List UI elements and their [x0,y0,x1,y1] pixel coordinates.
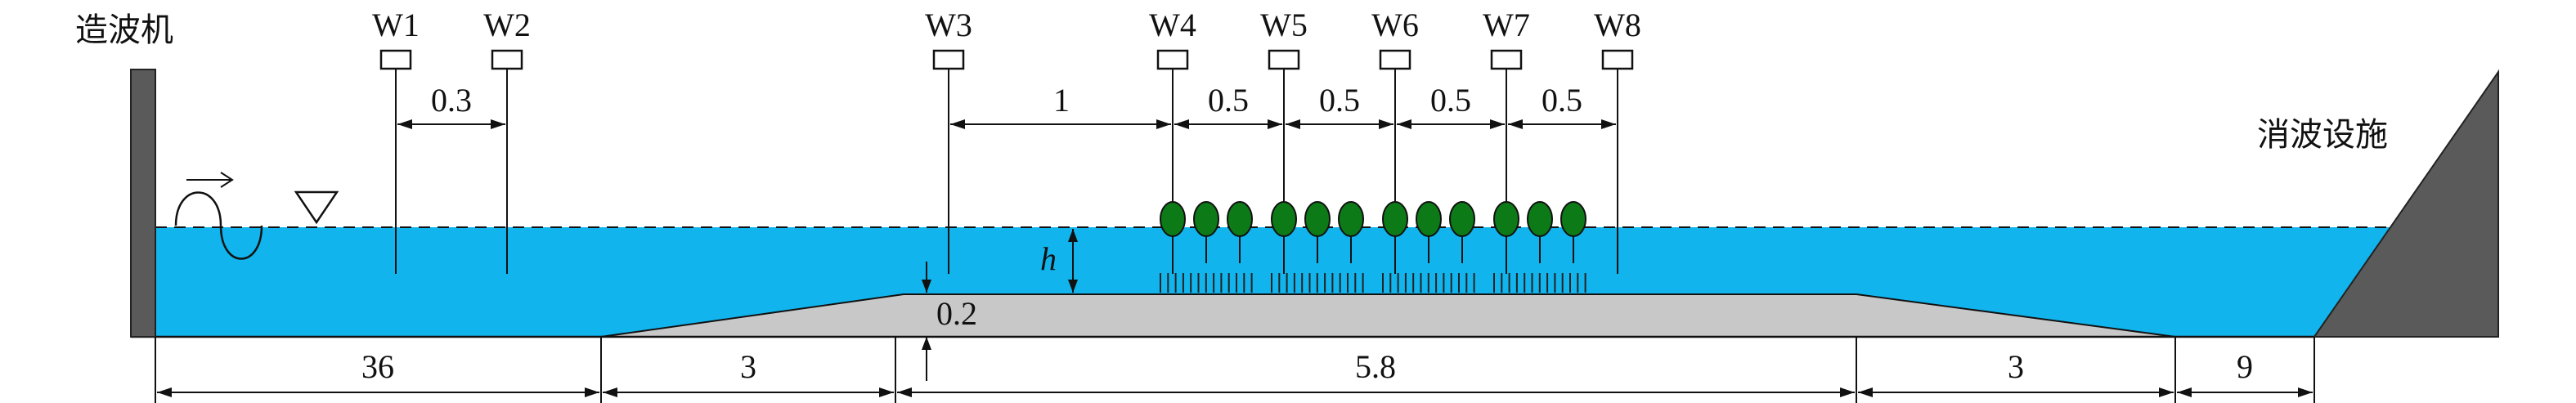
vegetation-canopy [1338,201,1364,237]
vegetation-canopy [1227,201,1253,237]
gauge-w8: W8 [1594,7,1641,274]
dimension-label: 3 [2008,348,2024,385]
gauge-box [379,49,412,70]
vegetation-canopy [1416,201,1442,237]
gauge-w4: W4 [1149,7,1196,274]
gauge-label: W5 [1260,7,1308,43]
vegetation-canopy [1193,201,1219,237]
wave-symbol [174,191,263,260]
dimension-flat-right: 9 [2177,348,2313,397]
vegetation-canopy [1560,201,1586,237]
gauge-w2: W2 [483,7,531,274]
spacing-w6-w7: 0.5 [1397,82,1505,129]
vegetation-canopy [1382,201,1408,237]
water-depth-label: h [1040,240,1057,277]
gauge-label: W6 [1371,7,1419,43]
water-depth-marker: h [1040,229,1078,293]
gauge-label: W4 [1149,7,1196,43]
wave-maker-label: 造波机 [75,11,173,49]
gauge-box [1601,49,1634,70]
vegetation-canopy [1160,201,1186,237]
spacing-w4-w5: 0.5 [1174,82,1282,129]
gauge-label: W3 [925,7,972,43]
spacing-label: 0.5 [1208,82,1249,119]
platform-height-marker: 0.2 [922,262,977,381]
gauge-label: W8 [1594,7,1641,43]
spacing-w7-w8: 0.5 [1508,82,1616,129]
vegetation-array [1160,201,1586,293]
gauge-box [1156,49,1189,70]
wave-maker-wall [130,69,156,338]
spacing-label: 0.3 [431,82,472,119]
spacing-w3-w4: 1 [950,82,1171,129]
gauge-box [491,49,523,70]
vegetation-canopy [1449,201,1475,237]
spacing-label: 0.5 [1430,82,1471,119]
gauge-w6: W6 [1371,7,1419,274]
gauge-box [932,49,965,70]
wave-direction-arrow [186,172,234,188]
gauge-label: W2 [483,7,531,43]
vegetation-canopy [1304,201,1331,237]
gauges: W1 W2 W3 W4 W5 W6 W7 [372,7,1641,274]
spacing-w1-w2: 0.3 [397,82,505,129]
wave-absorber [2313,69,2499,338]
gauge-w1: W1 [372,7,420,274]
dimension-platform: 5.8 [897,348,1855,397]
gauge-label: W1 [372,7,420,43]
gauge-w3: W3 [925,7,972,274]
spacing-label: 1 [1053,82,1070,119]
dimension-label: 9 [2237,348,2253,385]
dimension-flat-left: 36 [157,348,599,397]
dimension-slope-up: 3 [603,348,894,397]
gauge-box [1268,49,1300,70]
gauge-box [1379,49,1411,70]
gauge-label: W7 [1483,7,1530,43]
gauge-w5: W5 [1260,7,1308,274]
dimension-label: 5.8 [1355,348,1396,385]
dimension-label: 36 [361,348,394,385]
gauge-box [1490,49,1523,70]
absorber-label: 消波设施 [2257,116,2388,154]
vegetation-canopy [1493,201,1519,237]
platform-height-label: 0.2 [936,295,977,332]
vegetation-canopy [1271,201,1297,237]
spacing-w5-w6: 0.5 [1286,82,1393,129]
spacing-label: 0.5 [1319,82,1360,119]
gauge-spacing-dimensions: 0.3 1 0.5 0.5 0.5 [397,82,1616,129]
spacing-label: 0.5 [1542,82,1582,119]
water-level-triangle [294,190,339,225]
bottom-dimensions: 36 3 5.8 3 9 [155,337,2315,403]
dimension-slope-down: 3 [1858,348,2174,397]
vegetation-canopy [1527,201,1553,237]
dimension-label: 3 [740,348,756,385]
